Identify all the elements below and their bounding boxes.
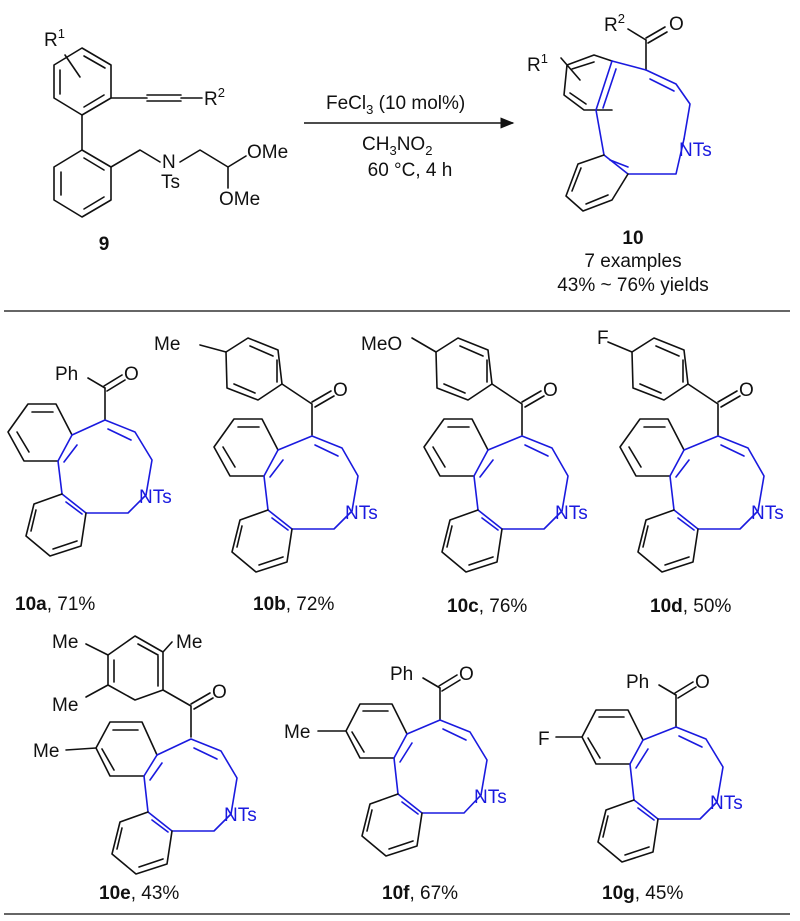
oxygen-label: O <box>124 364 139 385</box>
methoxy-label-2: OMe <box>219 189 260 210</box>
oxygen-label: O <box>695 672 710 693</box>
oxygen-label: O <box>333 380 348 401</box>
reaction-conditions: FeCl3 (10 mol%) CH3NO2 60 °C, 4 h <box>304 93 515 181</box>
product-10: R2 O R1 NTs 10 7 examples 43% ~ 76% yiel… <box>527 11 712 296</box>
fluoro-label: F <box>597 328 609 349</box>
solvent-text: CH3NO2 <box>362 134 432 158</box>
methoxy-label: MeO <box>361 334 402 355</box>
r1-label: R1 <box>44 26 65 51</box>
r2-label: R2 <box>204 85 225 110</box>
catalyst-text: FeCl3 (10 mol%) <box>326 93 465 117</box>
compound-label-10: 10 <box>622 228 643 249</box>
oxygen-label: O <box>212 682 227 703</box>
ring-methyl-label: Me <box>33 741 59 762</box>
compound-label: 10d, 50% <box>650 596 731 617</box>
compound-label: 10g, 45% <box>602 883 683 904</box>
nts-label: NTs <box>474 787 507 808</box>
nts-label: NTs <box>224 805 257 826</box>
compound-label: 10f, 67% <box>382 883 458 904</box>
example-10e: Me Me Me Me O NTs 10e, 43% <box>33 632 257 904</box>
ring-fluoro-label: F <box>538 729 550 750</box>
example-10d: F O NTs 10d, 50% <box>597 328 784 617</box>
temperature-time-text: 60 °C, 4 h <box>368 160 453 181</box>
example-count: 7 examples <box>584 251 681 272</box>
product-r1-label: R1 <box>527 51 548 76</box>
methyl-label: Me <box>154 334 180 355</box>
nts-label: NTs <box>751 503 784 524</box>
ring-methyl-label: Me <box>284 722 310 743</box>
product-oxygen-label: O <box>669 14 684 35</box>
phenyl-label: Ph <box>390 664 413 685</box>
compound-label: 10b, 72% <box>253 594 334 615</box>
yield-range: 43% ~ 76% yields <box>557 275 709 296</box>
nitrogen-label: N <box>162 152 176 173</box>
example-10f: Ph O Me NTs 10f, 67% <box>284 664 507 904</box>
compound-label-9: 9 <box>99 234 110 255</box>
example-10b: Me O NTs 10b, 72% <box>154 334 378 615</box>
nts-label: NTs <box>710 793 743 814</box>
methyl-label-1: Me <box>52 632 78 653</box>
compound-label: 10c, 76% <box>447 596 527 617</box>
nts-label: NTs <box>139 487 172 508</box>
tosyl-label: Ts <box>161 172 180 193</box>
nts-label: NTs <box>555 503 588 524</box>
phenyl-label: Ph <box>626 672 649 693</box>
methoxy-label-1: OMe <box>247 142 288 163</box>
example-10g: Ph O F NTs 10g, 45% <box>538 672 743 904</box>
oxygen-label: O <box>543 380 558 401</box>
compound-label: 10a, 71% <box>15 594 95 615</box>
phenyl-label: Ph <box>55 364 78 385</box>
example-10c: MeO O NTs 10c, 76% <box>361 334 588 617</box>
oxygen-label: O <box>459 664 474 685</box>
starting-material-9: R1 R2 N Ts OMe OMe 9 <box>44 26 288 255</box>
example-10a: Ph O NTs 10a, 71% <box>7 364 172 615</box>
product-r2-label: R2 <box>604 11 625 36</box>
oxygen-label: O <box>739 380 754 401</box>
compound-label: 10e, 43% <box>99 883 179 904</box>
nts-label: NTs <box>345 503 378 524</box>
methyl-label-3: Me <box>52 695 78 716</box>
product-nts-label: NTs <box>679 140 712 161</box>
methyl-label-2: Me <box>176 632 202 653</box>
